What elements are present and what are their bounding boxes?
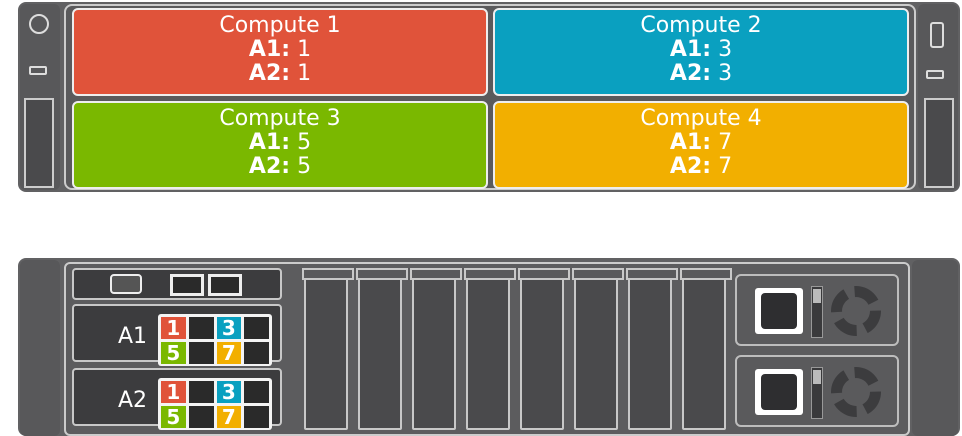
- blade-title: Compute 1: [219, 13, 341, 38]
- module-label: A1: [118, 324, 148, 349]
- a2-value: 3: [718, 61, 733, 86]
- power-socket-icon: [755, 288, 803, 334]
- io-module-a2[interactable]: A2 1 3 5 7: [72, 368, 282, 430]
- pcie-slot[interactable]: [518, 268, 570, 430]
- compute-blade-2[interactable]: Compute 2 A1: 3 A2: 3: [493, 8, 909, 96]
- pcie-slot[interactable]: [410, 268, 462, 430]
- power-supply-2[interactable]: [735, 355, 899, 427]
- left-control-panel: [20, 4, 60, 190]
- port-5: 5: [161, 342, 186, 364]
- module-label: A2: [118, 388, 148, 413]
- pcie-slot[interactable]: [464, 268, 516, 430]
- pcie-slot[interactable]: [356, 268, 408, 430]
- pcie-slot[interactable]: [680, 268, 732, 430]
- rear-left-ear: [20, 260, 60, 436]
- right-control-panel: [918, 4, 958, 190]
- a2-value: 5: [297, 154, 312, 179]
- a1-value: 7: [718, 130, 733, 155]
- a2-label: A2:: [669, 154, 712, 179]
- power-socket-icon: [755, 369, 803, 415]
- power-supply-1[interactable]: [735, 274, 899, 346]
- power-icon[interactable]: [29, 14, 49, 34]
- drive-bay: [24, 98, 54, 188]
- ethernet-port: [244, 317, 269, 339]
- ethernet-port: [188, 381, 214, 403]
- a2-value: 7: [718, 154, 733, 179]
- rear-right-ear: [912, 260, 958, 436]
- port-grid: 1 3 5 7: [158, 378, 272, 430]
- a2-label: A2:: [669, 61, 712, 86]
- a1-label: A1:: [248, 130, 291, 155]
- fan-icon: [831, 286, 881, 336]
- port-grid: 1 3 5 7: [158, 314, 272, 366]
- ethernet-port: [208, 274, 242, 296]
- port-3: 3: [216, 317, 242, 339]
- a1-label: A1:: [669, 130, 712, 155]
- fan-icon: [831, 367, 881, 417]
- pcie-slot[interactable]: [302, 268, 354, 430]
- drive-bay: [924, 98, 954, 188]
- a2-value: 1: [297, 61, 312, 86]
- a1-value: 1: [297, 37, 312, 62]
- port-5: 5: [161, 406, 186, 428]
- ethernet-port: [188, 406, 214, 428]
- a1-value: 3: [718, 37, 733, 62]
- vga-port: [110, 274, 142, 294]
- a2-label: A2:: [248, 61, 291, 86]
- blade-title: Compute 2: [640, 13, 762, 38]
- ethernet-port: [188, 317, 214, 339]
- ethernet-port: [244, 381, 269, 403]
- a1-label: A1:: [248, 37, 291, 62]
- usb-icon: [29, 66, 47, 75]
- port-1: 1: [161, 317, 186, 339]
- pcie-slot[interactable]: [572, 268, 624, 430]
- a2-label: A2:: [248, 154, 291, 179]
- port-1: 1: [161, 381, 186, 403]
- blade-title: Compute 4: [640, 106, 762, 131]
- compute-blade-4[interactable]: Compute 4 A1: 7 A2: 7: [493, 101, 909, 189]
- port-7: 7: [216, 342, 242, 364]
- vga-icon: [930, 22, 944, 48]
- compute-blade-3[interactable]: Compute 3 A1: 5 A2: 5: [72, 101, 488, 189]
- ethernet-port: [244, 406, 269, 428]
- usb-icon: [926, 70, 944, 79]
- port-7: 7: [216, 406, 242, 428]
- psu-handle[interactable]: [811, 367, 823, 419]
- ethernet-port: [188, 342, 214, 364]
- psu-handle[interactable]: [811, 286, 823, 338]
- compute-blade-1[interactable]: Compute 1 A1: 1 A2: 1: [72, 8, 488, 96]
- io-module-a1[interactable]: A1 1 3 5 7: [72, 304, 282, 366]
- port-3: 3: [216, 381, 242, 403]
- management-module: [72, 268, 282, 300]
- blade-title: Compute 3: [219, 106, 341, 131]
- ethernet-port: [244, 342, 269, 364]
- ethernet-port: [170, 274, 204, 296]
- pcie-slot[interactable]: [626, 268, 678, 430]
- a1-value: 5: [297, 130, 312, 155]
- a1-label: A1:: [669, 37, 712, 62]
